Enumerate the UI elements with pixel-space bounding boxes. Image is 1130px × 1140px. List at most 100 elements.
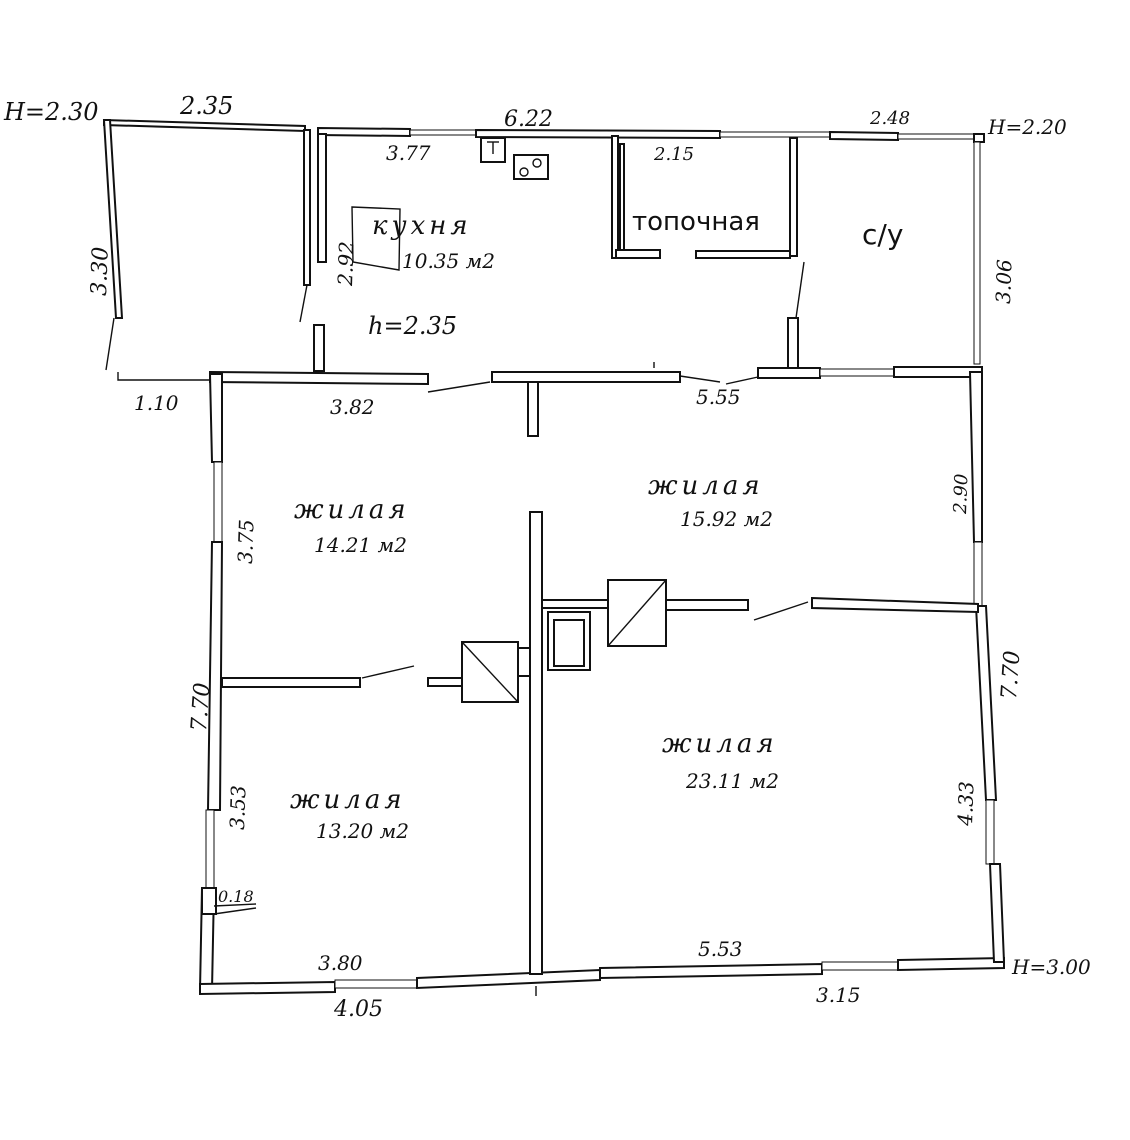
stove-right — [547, 579, 667, 671]
room2-divider-left — [541, 599, 609, 609]
bottom-window-1 — [334, 979, 418, 989]
center-vertical-wall — [529, 511, 543, 975]
kitchen-name: кухня — [372, 211, 472, 241]
room4-area: 23.11 м2 — [685, 769, 779, 793]
right-wall-3 — [988, 863, 1006, 963]
dim-5-55: 5.55 — [696, 385, 741, 409]
top-wall-mid — [475, 128, 721, 140]
dim-1-10: 1.10 — [134, 391, 179, 415]
right-wall-upper-window — [973, 141, 981, 365]
height-top-right: H=2.20 — [987, 115, 1067, 139]
kitchen-sketch — [351, 206, 401, 271]
dim-3-15: 3.15 — [816, 983, 861, 1007]
room3-name: жилая — [290, 785, 406, 815]
stove-left-diagonal — [461, 641, 519, 703]
room4-name: жилая — [662, 729, 778, 759]
room1-door-line — [361, 665, 415, 679]
room2-door-line — [753, 601, 809, 621]
mid-door-right-2 — [725, 376, 759, 385]
bottom-wall-2 — [416, 968, 601, 990]
room2-name: жилая — [648, 471, 764, 501]
annex-door-line — [299, 284, 308, 323]
dim-3-82: 3.82 — [330, 395, 375, 419]
dim-2-92: 2.92 — [333, 241, 359, 287]
top-window-2 — [719, 131, 831, 138]
stove-right-diagonal — [607, 579, 667, 647]
right-window-2 — [985, 799, 995, 865]
bath-door-line — [795, 261, 805, 319]
dim-7-70-right: 7.70 — [997, 650, 1025, 701]
stove-burner-1 — [519, 167, 529, 177]
mid-wall-center — [491, 371, 681, 383]
right-wall-1 — [968, 371, 983, 543]
dim-3-75: 3.75 — [233, 519, 259, 564]
dim-0-18: 0.18 — [218, 887, 254, 906]
top-walls — [317, 126, 985, 143]
dim-2-35: 2.35 — [179, 92, 233, 120]
bottom-walls — [199, 956, 1005, 996]
kitchen-area: 10.35 м2 — [402, 249, 495, 273]
room1-name: жилая — [294, 495, 410, 525]
kitchen-left-wall-stub — [313, 324, 325, 372]
dim-2-15: 2.15 — [653, 144, 694, 165]
mid-t-stem — [527, 381, 539, 437]
height-bottom-right: H=3.00 — [1011, 955, 1091, 979]
mid-wall-right2 — [893, 366, 983, 378]
top-window-3 — [897, 133, 975, 140]
kitchen-left-wall — [317, 133, 327, 263]
bath-left-wall — [787, 317, 799, 369]
height-top-left: H=2.30 — [3, 98, 98, 126]
dim-0-18-underline-2 — [213, 907, 257, 915]
dim-0-18-underline-1 — [213, 903, 257, 907]
top-window-1 — [409, 129, 477, 136]
dim-3-53: 3.53 — [225, 785, 251, 830]
right-window-1 — [973, 541, 983, 609]
dim-3-77: 3.77 — [386, 141, 431, 165]
dim-4-33: 4.33 — [953, 781, 979, 827]
mid-wall-left — [209, 370, 429, 386]
right-wall-2 — [974, 605, 998, 801]
dim-7-70-left: 7.70 — [187, 682, 215, 733]
interior-walls — [221, 511, 979, 975]
boiler-room-label: топочная — [632, 207, 760, 237]
boiler-room-walls — [611, 135, 798, 259]
bottom-wall-3 — [599, 962, 823, 980]
bathroom-label: с/у — [862, 218, 903, 251]
dim-3-80: 3.80 — [318, 951, 363, 975]
dim-3-30: 3.30 — [87, 246, 114, 296]
left-wall-notch — [201, 887, 217, 915]
dim-2-90: 2.90 — [950, 473, 972, 515]
stove-small-frame — [553, 619, 585, 667]
right-walls — [968, 371, 1006, 963]
room1-bottom-wall — [221, 677, 361, 688]
dim-4-05: 4.05 — [333, 997, 383, 1022]
top-wall-right1 — [829, 130, 899, 142]
left-walls — [198, 373, 224, 991]
stove-left — [461, 641, 531, 703]
stove-left-ext — [517, 647, 531, 677]
bottom-wall-1 — [199, 980, 336, 996]
boiler-bottom-right — [695, 250, 791, 259]
boiler-bottom-left — [615, 249, 661, 259]
annex-left-wall-lower — [105, 317, 115, 371]
dim-3-06: 3.06 — [991, 259, 1017, 305]
annex-left-wall — [102, 119, 124, 319]
stove-burner-2 — [532, 158, 542, 168]
bottom-wall-4 — [897, 956, 1005, 972]
room3-area: 13.20 м2 — [316, 819, 409, 843]
room1-area: 14.21 м2 — [314, 533, 407, 557]
left-window-2 — [205, 809, 215, 889]
boiler-left-wall — [611, 135, 619, 259]
left-wall-1 — [208, 373, 223, 463]
mid-wall-right1 — [757, 367, 821, 379]
room2-area: 15.92 м2 — [680, 507, 773, 531]
mid-door-right — [679, 375, 721, 383]
left-wall-2 — [206, 541, 224, 811]
room2-divider-right — [811, 596, 979, 614]
annex-top-wall — [103, 118, 306, 133]
room2-divider-mid — [665, 599, 749, 611]
dim-6-22: 6.22 — [504, 107, 553, 132]
dim-5-53: 5.53 — [698, 937, 743, 961]
bottom-window-2 — [821, 961, 899, 971]
